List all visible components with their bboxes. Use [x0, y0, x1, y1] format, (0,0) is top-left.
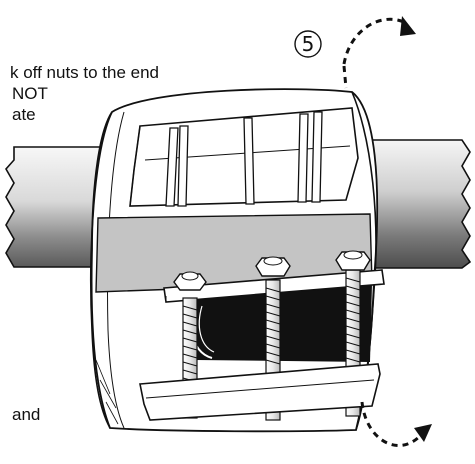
instruction-line-1: k off nuts to the end — [10, 63, 160, 82]
instruction-line-4: and — [12, 405, 41, 424]
pipe-right — [359, 139, 472, 269]
rotate-arrow-bottom-icon — [360, 401, 422, 447]
instruction-line-3: ate — [12, 105, 36, 124]
instruction-line-2: NOT — [12, 84, 48, 103]
step-number-badge: 5 — [294, 30, 322, 58]
bottom-flange — [139, 363, 381, 421]
step-number-text: 5 — [302, 32, 315, 56]
top-threaded-rods — [165, 111, 323, 207]
rubber-gasket — [192, 284, 372, 362]
rotate-arrow-top-icon — [342, 17, 405, 65]
